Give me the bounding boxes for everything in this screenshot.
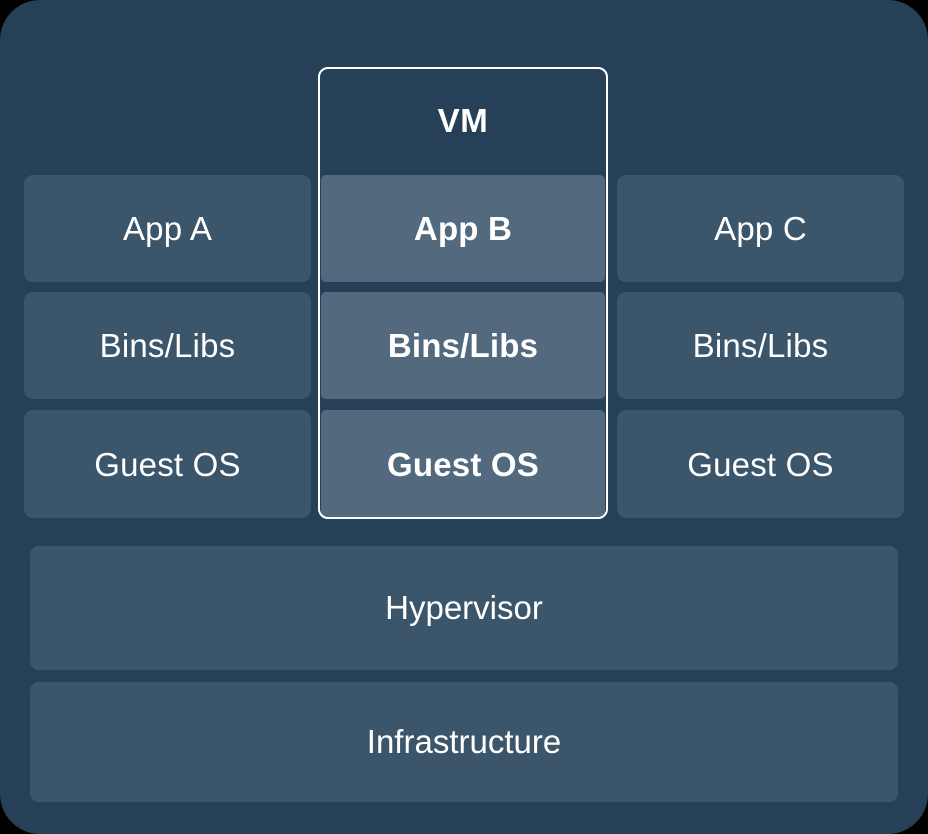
block-app-b: App B xyxy=(321,175,605,282)
block-infrastructure: Infrastructure xyxy=(30,682,898,802)
block-app-c: App C xyxy=(617,175,904,282)
block-bins-libs-b: Bins/Libs xyxy=(321,292,605,399)
block-bins-libs-c: Bins/Libs xyxy=(617,292,904,399)
block-guest-os-a: Guest OS xyxy=(24,410,311,518)
block-hypervisor: Hypervisor xyxy=(30,546,898,670)
block-bins-libs-a: Bins/Libs xyxy=(24,292,311,399)
block-guest-os-c: Guest OS xyxy=(617,410,904,518)
vm-group-label: VM xyxy=(437,102,489,139)
block-app-a: App A xyxy=(24,175,311,282)
block-guest-os-b: Guest OS xyxy=(321,410,605,518)
